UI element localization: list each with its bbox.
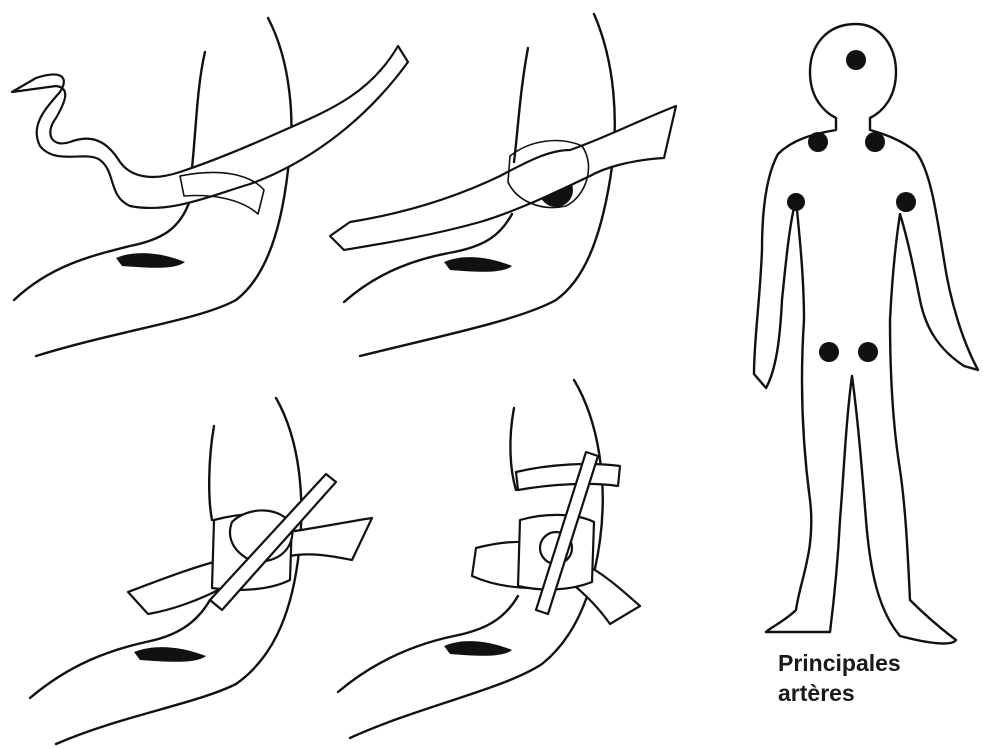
pressure-point-right-subclavian <box>865 132 885 152</box>
elbow-crease <box>134 647 206 662</box>
step-2-illustration <box>330 14 676 356</box>
pressure-point-temple <box>846 50 866 70</box>
elbow-crease <box>444 641 512 656</box>
elbow-crease <box>444 257 512 272</box>
pressure-point-right-brachial <box>896 192 916 212</box>
arm-outline-front <box>209 426 214 520</box>
body-outline <box>754 24 978 643</box>
caption-line-1: Principales <box>778 648 968 678</box>
forearm-outline <box>30 600 210 698</box>
figure-caption: Principales artères <box>778 648 968 708</box>
arm-outline-front <box>510 408 516 490</box>
securing-band <box>516 464 620 490</box>
step-3-illustration <box>30 398 372 744</box>
step-1-illustration <box>12 18 408 356</box>
forearm-outline <box>14 200 190 300</box>
bandage-strip <box>12 46 408 208</box>
pressure-point-left-femoral <box>819 342 839 362</box>
body-figure <box>754 24 978 643</box>
caption-line-2: artères <box>778 678 968 708</box>
pressure-point-left-brachial <box>787 193 805 211</box>
step-4-illustration <box>338 380 640 738</box>
pressure-point-right-femoral <box>858 342 878 362</box>
pressure-point-left-subclavian <box>808 132 828 152</box>
elbow-crease <box>116 253 185 268</box>
arm-outline-front <box>514 48 528 162</box>
